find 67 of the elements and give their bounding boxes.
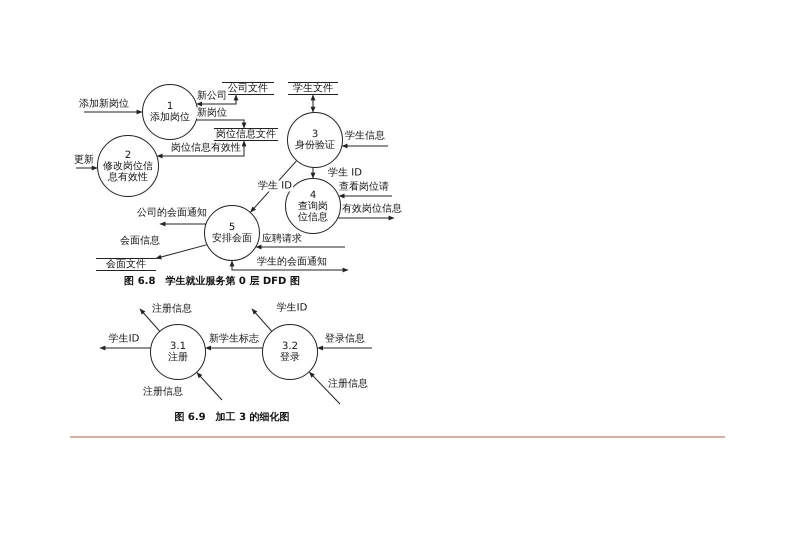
store-label: 会面文件 (106, 259, 146, 270)
data-flow-arrow (196, 120, 246, 129)
data-flow-arrow (310, 94, 316, 113)
edge-label: 注册信息 (327, 378, 369, 390)
data-flow-arrow (310, 167, 316, 179)
store-label: 公司文件 (228, 83, 268, 94)
data-flow-arrow (230, 260, 349, 272)
data-flow-arrow (256, 244, 346, 250)
process-circle (150, 324, 206, 380)
edge-label: 学生ID (276, 302, 308, 314)
process-label: 身份验证 (295, 140, 335, 151)
store-label: 岗位信息文件 (216, 129, 276, 140)
edge-label: 学生信息 (344, 130, 386, 142)
edge-label: 会面信息 (119, 236, 161, 246)
edge-label: 岗位信息有效性 (170, 142, 242, 154)
store-label: 学生文件 (293, 83, 333, 94)
data-flow-arrow (308, 372, 340, 404)
data-flow-arrow (76, 166, 98, 170)
process-number: 3 (312, 129, 318, 140)
data-flow-arrow (317, 346, 372, 350)
process-number: 2 (124, 150, 132, 160)
edge-label: 新公司 (196, 90, 228, 102)
process-number: 5 (228, 222, 236, 233)
edge-label: 学生的会面通知 (256, 256, 328, 268)
edge-label: 学生 ID (257, 180, 293, 192)
edge-label: 查看岗位请 (338, 182, 390, 192)
process-label: 安排会面 (212, 233, 252, 244)
edge-label: 公司的会面通知 (136, 208, 208, 218)
process-number: 3.2 (282, 341, 298, 352)
process-label: 登录 (280, 352, 300, 363)
process-number: 4 (310, 190, 316, 200)
process-label: 查询岗位信息 (297, 200, 329, 222)
data-flow-arrow (196, 94, 238, 106)
edge-label: 更新 (73, 154, 95, 166)
data-flow-arrow (84, 110, 143, 114)
edge-label: 新学生标志 (208, 334, 260, 344)
data-flow-arrow (196, 372, 222, 400)
data-flow-arrow (155, 244, 208, 260)
edge-label: 有效岗位信息 (341, 204, 403, 214)
data-store (288, 82, 338, 95)
edge-label: 应聘请求 (261, 234, 303, 244)
figure-caption: 图 6.9 加工 3 的细化图 (174, 412, 290, 424)
process-label: 添加岗位 (150, 112, 190, 123)
figure-caption: 图 6.8 学生就业服务第 0 层 DFD 图 (124, 276, 300, 288)
data-flow-arrow (205, 346, 263, 350)
data-flow-arrow (156, 140, 246, 158)
process-circle (97, 135, 159, 197)
data-flow-arrow (338, 194, 392, 198)
edge-label: 添加新岗位 (78, 98, 130, 110)
data-flow-arrow (252, 308, 272, 332)
edge-label: 注册信息 (142, 386, 184, 398)
edge-label: 登录信息 (324, 334, 366, 344)
edge-label: 学生 ID (327, 168, 363, 178)
data-flow-arrow (338, 216, 395, 220)
process-label: 注册 (168, 352, 188, 363)
data-store (96, 258, 156, 271)
process-number: 3.1 (170, 341, 186, 352)
edge-label: 注册信息 (151, 304, 193, 314)
edge-label: 学生ID (108, 334, 140, 344)
edge-label: 新岗位 (196, 108, 228, 118)
data-flow-arrow (342, 144, 388, 148)
data-flow-arrow (99, 346, 151, 350)
data-flow-arrow (159, 222, 206, 226)
process-number: 1 (166, 101, 174, 112)
process-label: 修改岗位信息有效性 (102, 160, 154, 182)
data-flow-arrow (140, 308, 160, 332)
process-circle (262, 324, 318, 380)
